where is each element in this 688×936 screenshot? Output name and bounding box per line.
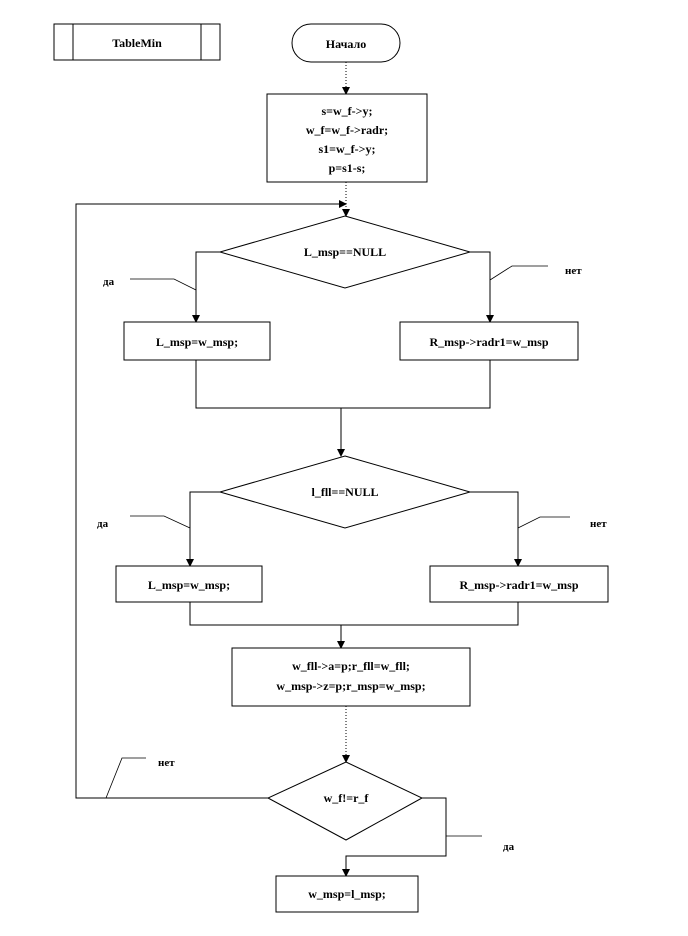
decision1-yes-leader — [130, 278, 197, 291]
start-label: Начало — [326, 37, 366, 51]
decision2-condition: l_fll==NULL — [311, 485, 378, 499]
decision1-yes-action: L_msp=w_msp; — [156, 335, 238, 349]
decision1-no-action: R_msp->radr1=w_msp — [429, 335, 548, 349]
decision3-yes-label: да — [503, 841, 515, 853]
init-line-1: s=w_f->y; — [322, 104, 373, 118]
decision2-no-leader — [517, 516, 570, 529]
init-block: s=w_f->y; w_f=w_f->radr; s1=w_f->y; p=s1… — [266, 93, 428, 183]
assign-line-1: w_fll->a=p;r_fll=w_fll; — [292, 659, 410, 673]
decision2-yes-action-box: L_msp=w_msp; — [115, 565, 263, 603]
procedure-name: TableMin — [112, 36, 162, 50]
init-line-4: p=s1-s; — [329, 161, 366, 175]
decision1-condition: L_msp==NULL — [304, 245, 386, 259]
start-terminator: Начало — [291, 23, 401, 63]
decision1-diamond: L_msp==NULL — [218, 215, 472, 289]
procedure-name-box: TableMin — [53, 23, 221, 61]
decision2-yes-leader — [130, 515, 191, 529]
init-line-3: s1=w_f->y; — [319, 142, 376, 156]
decision1-yes-label: да — [103, 276, 115, 288]
decision1-no-label: нет — [565, 265, 582, 277]
decision1-no-leader — [489, 265, 548, 281]
decision3-no-label: нет — [158, 757, 175, 769]
decision2-diamond: l_fll==NULL — [218, 455, 472, 529]
end-action: w_msp=l_msp; — [308, 887, 386, 901]
init-line-2: w_f=w_f->radr; — [306, 123, 388, 137]
decision3-no-loop-back — [75, 200, 347, 799]
decision2-no-action-box: R_msp->radr1=w_msp — [429, 565, 609, 603]
decision2-no-branch — [470, 491, 522, 567]
end-action-box: w_msp=l_msp; — [275, 875, 419, 913]
decision3-yes-branch — [342, 797, 447, 877]
decision1-no-branch — [470, 251, 494, 323]
decision3-diamond: w_f!=r_f — [266, 761, 424, 841]
decision3-condition: w_f!=r_f — [324, 791, 370, 805]
decision2-yes-label: да — [97, 518, 109, 530]
decision2-no-action: R_msp->radr1=w_msp — [459, 578, 578, 592]
decision1-yes-action-box: L_msp=w_msp; — [123, 321, 271, 361]
decision1-no-action-box: R_msp->radr1=w_msp — [399, 321, 579, 361]
assign-line-2: w_msp->z=p;r_msp=w_msp; — [276, 679, 425, 693]
merge2-connector — [189, 602, 519, 626]
assign-block: w_fll->a=p;r_fll=w_fll; w_msp->z=p;r_msp… — [231, 647, 471, 707]
decision2-yes-action: L_msp=w_msp; — [148, 578, 230, 592]
decision2-yes-branch — [186, 491, 220, 567]
merge1-connector — [195, 360, 491, 409]
decision1-yes-branch — [192, 251, 220, 323]
decision3-no-leader — [105, 757, 146, 799]
decision2-no-label: нет — [590, 518, 607, 530]
